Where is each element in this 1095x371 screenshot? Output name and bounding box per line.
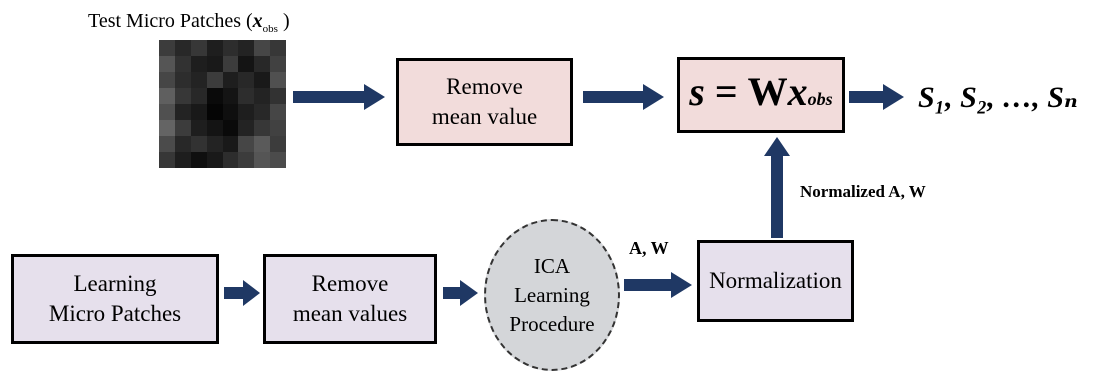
patch-pixel <box>270 136 286 152</box>
patch-pixel <box>190 152 207 168</box>
patch-pixel <box>238 56 255 72</box>
patch-pixel <box>190 72 207 88</box>
patch-pixel <box>254 136 271 152</box>
patch-pixel <box>222 40 239 56</box>
patch-pixel <box>270 88 286 104</box>
learning-micro-patches-box: Learning Micro Patches <box>11 254 219 344</box>
patch-pixel <box>206 40 223 56</box>
patch-pixel <box>254 40 271 56</box>
patch-pixel <box>206 136 223 152</box>
remove-mean-values-box: Remove mean values <box>263 254 437 344</box>
patch-pixel <box>238 72 255 88</box>
patch-pixel <box>238 104 255 120</box>
arrow-right <box>224 280 260 306</box>
patch-pixel <box>254 120 271 136</box>
patch-pixel <box>238 88 255 104</box>
patch-pixel <box>206 56 223 72</box>
patch-pixel <box>190 88 207 104</box>
patch-pixel <box>238 40 255 56</box>
test-patch-image <box>159 40 286 168</box>
patch-pixel <box>270 72 286 88</box>
patch-pixel <box>206 104 223 120</box>
patch-pixel <box>174 56 191 72</box>
patch-pixel <box>238 120 255 136</box>
patch-pixel <box>270 152 286 168</box>
patch-pixel <box>174 120 191 136</box>
patch-pixel <box>190 40 207 56</box>
remove-mean-value-box: Remove mean value <box>396 58 573 146</box>
ica-learning-procedure: ICA Learning Procedure <box>484 219 620 371</box>
patch-pixel <box>174 104 191 120</box>
patch-pixel <box>159 56 175 72</box>
patch-pixel <box>222 120 239 136</box>
patch-pixel <box>159 104 175 120</box>
normalized-aw-label: Normalized A, W <box>800 182 926 201</box>
patch-pixel <box>238 136 255 152</box>
patch-pixel <box>174 88 191 104</box>
patch-pixel <box>159 88 175 104</box>
patch-pixel <box>254 56 271 72</box>
patch-pixel <box>270 56 286 72</box>
patch-pixel <box>206 72 223 88</box>
test-patches-label: Test Micro Patches (xobs ) <box>88 10 290 35</box>
patch-pixel <box>222 104 239 120</box>
arrow-up <box>764 137 790 238</box>
patch-pixel <box>190 120 207 136</box>
patch-pixel <box>159 120 175 136</box>
patch-pixel <box>174 40 191 56</box>
arrow-right <box>624 272 692 298</box>
patch-pixel <box>174 136 191 152</box>
arrow-right <box>849 84 904 110</box>
arrow-right <box>443 280 478 306</box>
patch-pixel <box>190 56 207 72</box>
patch-pixel <box>222 152 239 168</box>
normalization-box: Normalization <box>697 240 854 322</box>
patch-pixel <box>270 40 286 56</box>
output-sources: S₁, S₂, …, Sₙ <box>918 81 1078 114</box>
patch-pixel <box>254 104 271 120</box>
patch-pixel <box>254 72 271 88</box>
patch-pixel <box>270 104 286 120</box>
arrow-right <box>583 84 664 110</box>
patch-pixel <box>206 120 223 136</box>
patch-pixel <box>206 152 223 168</box>
patch-pixel <box>159 152 175 168</box>
patch-pixel <box>190 104 207 120</box>
arrow-right <box>293 84 385 110</box>
patch-pixel <box>222 136 239 152</box>
patch-pixel <box>159 40 175 56</box>
patch-pixel <box>159 136 175 152</box>
patch-pixel <box>190 136 207 152</box>
patch-pixel <box>174 152 191 168</box>
patch-pixel <box>174 72 191 88</box>
patch-pixel <box>270 120 286 136</box>
patch-pixel <box>159 72 175 88</box>
patch-pixel <box>222 88 239 104</box>
patch-pixel <box>238 152 255 168</box>
patch-pixel <box>206 88 223 104</box>
aw-label: A, W <box>629 238 669 258</box>
patch-pixel <box>222 56 239 72</box>
patch-pixel <box>222 72 239 88</box>
patch-pixel <box>254 88 271 104</box>
patch-pixel <box>254 152 271 168</box>
